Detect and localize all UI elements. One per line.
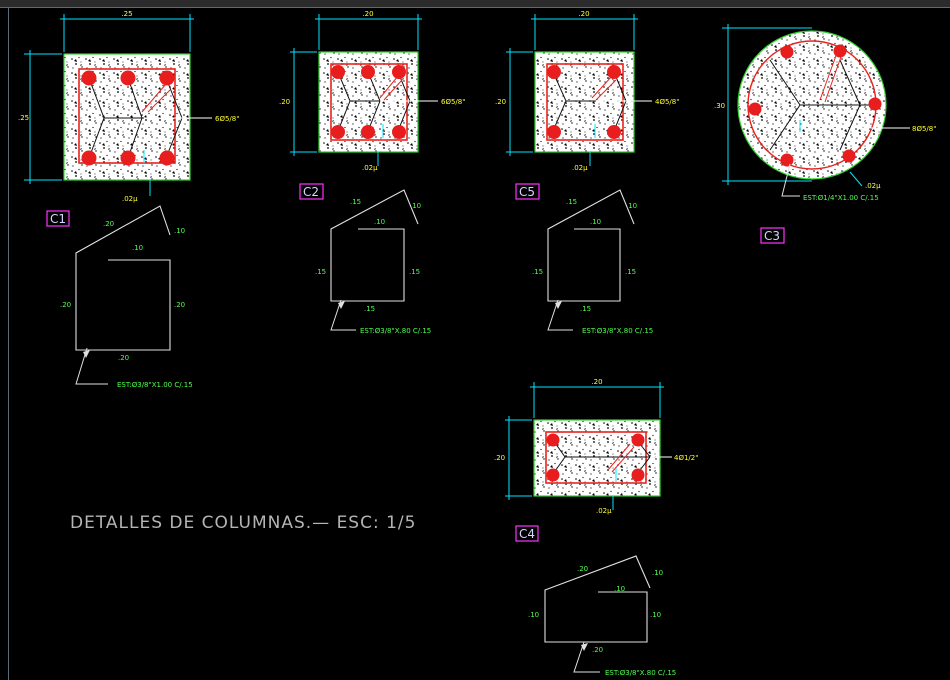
c2-stirrup-detail: .15 .10 .10 .15 .15 .15 EST:Ø3/8"X.80 C/… <box>315 189 431 335</box>
c4-sd-top: .10 <box>614 585 625 593</box>
c1-dim-left: .25 <box>18 114 29 122</box>
c4-cover-label: .02µ <box>596 507 612 515</box>
c3-rebar-label: 8Ø5/8" <box>912 125 936 133</box>
c3-hooks <box>819 49 843 103</box>
c2-sd-slant-left: .15 <box>350 198 361 206</box>
c2-dim-left: .20 <box>279 98 290 106</box>
c1-label-box <box>46 210 70 227</box>
c3-label: C3 <box>764 229 780 243</box>
c1-stirrup-detail: .20 .10 .10 .20 .20 .20 EST:Ø3/8"X1.00 C… <box>60 205 193 389</box>
c3-dim-left: .30 <box>714 102 725 110</box>
c2-hooks <box>379 75 403 101</box>
c5-sd-slant-left: .15 <box>566 198 577 206</box>
c2-dim-top: .20 <box>362 10 373 18</box>
c5-rebars <box>547 65 621 139</box>
c5-stirrup-detail: .15 .10 .10 .15 .15 .15 EST:Ø3/8"X.80 C/… <box>532 189 653 335</box>
c4-sd-right: .10 <box>650 611 661 619</box>
c5-dimensions <box>506 14 638 166</box>
c5-sd-right: .15 <box>625 268 636 276</box>
c5-sd-left: .15 <box>532 268 543 276</box>
c1-sd-top: .10 <box>132 244 143 252</box>
c2-label-box <box>299 183 324 200</box>
c1-sd-slant-right: .10 <box>174 227 185 235</box>
column-c5-section[interactable]: .20 .20 4Ø5/8" .02µ C5 <box>495 10 679 200</box>
c5-sd-bottom: .15 <box>580 305 591 313</box>
c4-stirrup-spec: EST:Ø3/8"X.80 C/.15 <box>605 669 676 677</box>
column-c1-section[interactable]: .25 .25 6Ø5/8" .02µ C1 <box>18 10 239 227</box>
c4-sd-left: .10 <box>528 611 539 619</box>
c2-sd-left: .15 <box>315 268 326 276</box>
c2-sd-right: .15 <box>409 268 420 276</box>
c1-hooks <box>141 83 171 113</box>
c3-stirrup-leader <box>781 163 800 197</box>
c2-rebars <box>331 65 406 139</box>
c5-label: C5 <box>519 185 535 199</box>
c4-hooks <box>607 443 635 473</box>
c4-dim-left: .20 <box>494 454 505 462</box>
c1-sd-left: .20 <box>60 301 71 309</box>
c3-cover-label: .02µ <box>865 182 881 190</box>
c4-label-box <box>515 525 539 542</box>
c5-sd-top: .10 <box>590 218 601 226</box>
c4-dimensions <box>505 382 664 510</box>
c1-dimensions <box>24 14 194 196</box>
c3-rebars <box>748 44 882 167</box>
c5-rebar-label: 4Ø5/8" <box>655 98 679 106</box>
column-c2-section[interactable]: .20 .20 6Ø5/8" .02µ C2 <box>279 10 465 200</box>
c1-dim-top: .25 <box>121 10 132 18</box>
c4-rebar-label: 4Ø1/2" <box>674 454 698 462</box>
c2-stirrup <box>330 63 408 141</box>
column-c3-section[interactable]: .30 8Ø5/8" .02µ EST:Ø1/4"X1.00 C/.15 C3 <box>714 24 936 244</box>
c4-rebars <box>546 433 645 482</box>
c2-cover-label: .02µ <box>362 164 378 172</box>
c1-sd-bottom: .20 <box>118 354 129 362</box>
c5-dim-top: .20 <box>578 10 589 18</box>
c4-sd-slant-right: .10 <box>652 569 663 577</box>
c3-tie-lines <box>769 59 880 151</box>
c4-dim-top: .20 <box>591 378 602 386</box>
c2-sd-bottom: .15 <box>364 305 375 313</box>
c1-sd-right: .20 <box>174 301 185 309</box>
column-c4-section[interactable]: .20 .20 4Ø1/2" .02µ C4 <box>494 378 698 542</box>
c5-hooks <box>591 75 617 101</box>
c4-sd-slant-left: .20 <box>577 565 588 573</box>
c2-rebar-label: 6Ø5/8" <box>441 98 465 106</box>
c1-cover-label: .02µ <box>122 195 138 203</box>
c1-sd-slant-left: .20 <box>103 220 114 228</box>
c2-stirrup-spec: EST:Ø3/8"X.80 C/.15 <box>360 327 431 335</box>
c1-rebars <box>81 70 175 166</box>
c2-sd-top: .10 <box>374 218 385 226</box>
c3-stirrup-spec: EST:Ø1/4"X1.00 C/.15 <box>803 194 879 202</box>
c5-stirrup <box>546 63 624 141</box>
c4-label: C4 <box>519 527 535 541</box>
c4-sd-bottom: .20 <box>592 646 603 654</box>
c5-stirrup-spec: EST:Ø3/8"X.80 C/.15 <box>582 327 653 335</box>
c5-sd-slant-right: .10 <box>626 202 637 210</box>
c2-sd-slant-right: .10 <box>410 202 421 210</box>
c1-rebar-label: 6Ø5/8" <box>215 115 239 123</box>
c3-label-box <box>760 227 785 244</box>
c5-dim-left: .20 <box>495 98 506 106</box>
drawing-title: DETALLES DE COLUMNAS.— ESC: 1/5 <box>70 513 416 533</box>
c1-label: C1 <box>50 212 66 226</box>
top-toolbar-strip <box>0 0 950 7</box>
c5-label-box <box>515 183 540 200</box>
c2-label: C2 <box>303 185 319 199</box>
c5-cover-label: .02µ <box>572 164 588 172</box>
c3-dimensions <box>722 24 863 187</box>
c1-stirrup-spec: EST:Ø3/8"X1.00 C/.15 <box>117 381 193 389</box>
c4-stirrup-detail: .20 .10 .10 .10 .10 .20 EST:Ø3/8"X.80 C/… <box>528 555 676 677</box>
c2-dimensions <box>290 14 422 166</box>
